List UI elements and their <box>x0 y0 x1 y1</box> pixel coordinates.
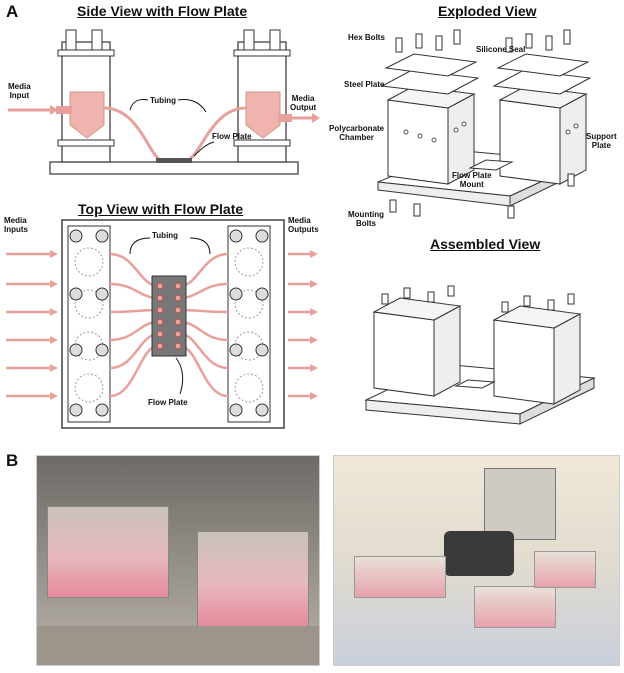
panel-letter-a: A <box>6 2 19 21</box>
photo-pump-head <box>444 531 514 576</box>
photo-right-chamber <box>197 531 309 628</box>
top-view-title: Top View with Flow Plate <box>78 201 244 217</box>
photo-base-plate <box>37 626 319 665</box>
assembled-view-diagram <box>364 285 596 425</box>
side-view-diagram <box>8 29 320 175</box>
photo-chamber-right <box>534 551 596 588</box>
side-tubing-label: Tubing <box>150 96 177 105</box>
top-tubing-label: Tubing <box>152 231 179 240</box>
silicone-seal-label: Silicone Seal <box>476 45 526 54</box>
top-flow-plate-label: Flow Plate <box>148 398 188 407</box>
assembled-view-title: Assembled View <box>430 236 541 252</box>
steel-plate-label: Steel Plate <box>344 80 385 89</box>
photo-chamber-front <box>474 586 556 628</box>
side-view-title: Side View with Flow Plate <box>77 3 248 19</box>
photo-pump-controller <box>484 468 556 540</box>
hex-bolts-label: Hex Bolts <box>348 33 385 42</box>
photo-system-with-pump <box>333 455 620 666</box>
photo-left-chamber <box>47 506 169 598</box>
side-flow-plate-label: Flow Plate <box>212 132 252 141</box>
top-view-diagram <box>6 219 318 429</box>
photo-chamber-left <box>354 556 446 598</box>
panel-letter-b: B <box>6 451 19 470</box>
exploded-view-title: Exploded View <box>438 3 537 19</box>
exploded-view-diagram <box>377 29 592 219</box>
photo-assembled-chambers <box>36 455 320 666</box>
